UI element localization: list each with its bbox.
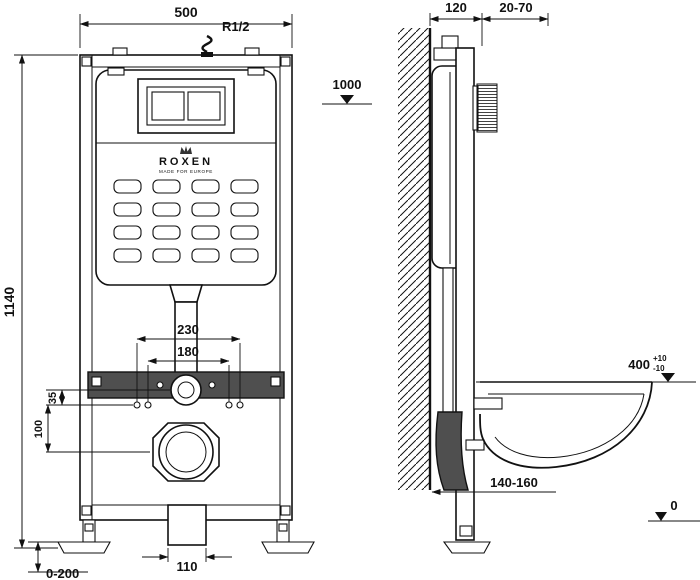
level-marker-icon xyxy=(655,512,667,521)
brand-name: ROXEN xyxy=(159,156,213,168)
level-1000-label: 1000 xyxy=(333,77,362,92)
drain-pipe-inner xyxy=(165,431,207,473)
dim-230-label: 230 xyxy=(177,322,199,337)
toilet-bowl xyxy=(476,381,696,469)
vent-slot xyxy=(152,179,181,194)
floor-level: 0 xyxy=(648,498,700,522)
wall-finish-block xyxy=(476,83,498,133)
frame-base xyxy=(57,504,315,554)
dim-100-label: 100 xyxy=(33,420,45,438)
dim-height-label: 1140 xyxy=(1,287,17,318)
bowl-height-tol-minus: -10 xyxy=(653,364,665,373)
wall-range-label: 20-70 xyxy=(499,0,532,15)
drain-bend xyxy=(435,267,503,491)
wall-hatch xyxy=(398,28,430,490)
cistern: ROXEN MADE FOR EUROPE xyxy=(95,67,277,286)
vent-slot xyxy=(113,248,142,263)
top-fixing-tab xyxy=(112,47,128,56)
dim-height: 1140 xyxy=(1,54,78,549)
level-marker-icon xyxy=(661,373,675,382)
dim-depth-label: 120 xyxy=(445,0,467,15)
left-foot xyxy=(57,541,111,554)
down-pipe xyxy=(442,267,454,419)
dim-wall-range: 20-70 xyxy=(481,0,549,23)
dim-foot-range: 0-200 xyxy=(28,541,88,580)
vent-slot xyxy=(191,248,220,263)
floor-zero-label: 0 xyxy=(670,498,677,513)
dim-drain-height: 140-160 xyxy=(431,475,556,496)
foot-range-label: 0-200 xyxy=(46,566,79,580)
dim-width: 500 xyxy=(79,4,293,48)
water-inlet: R1/2 xyxy=(201,19,249,57)
bowl-height-label: 400 xyxy=(628,357,650,372)
drain-elbow xyxy=(435,411,469,491)
bowl-height-tol-plus: +10 xyxy=(653,354,667,363)
dim-depth: 120 xyxy=(429,0,549,46)
dim-180-label: 180 xyxy=(177,344,199,359)
vent-slot xyxy=(113,202,142,217)
dim-180: 180 xyxy=(147,344,230,402)
dim-110: 110 xyxy=(142,548,232,574)
flush-button-large xyxy=(151,91,185,121)
pipe-fitting xyxy=(170,374,202,406)
inlet-valve xyxy=(433,47,459,61)
wall-section xyxy=(398,28,432,490)
inlet-thread-label: R1/2 xyxy=(222,19,249,34)
front-view: R1/2 ROXEN MADE FOR EUROPE xyxy=(1,4,372,580)
vent-slot xyxy=(191,202,220,217)
vent-slot xyxy=(113,179,142,194)
dim-35: 35 xyxy=(46,389,170,406)
vent-slot xyxy=(230,248,259,263)
inlet-hose-icon xyxy=(201,34,213,54)
foot-adjuster xyxy=(459,525,473,537)
fixing-hole xyxy=(133,401,141,409)
fixing-hole xyxy=(236,401,244,409)
drain-housing xyxy=(152,422,220,482)
drain-height-label: 140-160 xyxy=(490,475,538,490)
vent-slot xyxy=(152,202,181,217)
level-marker-icon xyxy=(340,95,354,104)
dim-230: 230 xyxy=(136,322,241,402)
drain-connector xyxy=(465,439,485,451)
drain-pipe-outer xyxy=(158,424,214,480)
crown-icon xyxy=(180,146,192,154)
bowl-inner-curve xyxy=(494,393,645,459)
flush-button-small xyxy=(187,91,221,121)
finished-wall-layer xyxy=(472,83,498,133)
level-1000: 1000 xyxy=(322,77,372,105)
vent-slot xyxy=(152,225,181,240)
dim-100: 100 xyxy=(33,404,150,453)
dim-bowl-height: 400 +10 -10 xyxy=(628,354,675,382)
inlet-fitting xyxy=(201,52,213,57)
side-foot xyxy=(442,541,491,554)
bowl-outer-curve xyxy=(479,381,653,469)
cistern-vent-slots xyxy=(113,179,259,263)
fixing-hole xyxy=(225,401,233,409)
dim-width-label: 500 xyxy=(174,4,198,20)
frame-bolt xyxy=(81,56,92,67)
mounting-rail xyxy=(87,371,285,409)
right-foot xyxy=(261,541,315,554)
frame-bolt xyxy=(280,505,291,516)
frame-bolt xyxy=(280,56,291,67)
vent-slot xyxy=(113,225,142,240)
vent-slot xyxy=(230,179,259,194)
vent-slot xyxy=(191,179,220,194)
side-view: 120 20-70 400 +10 -10 140-160 0 xyxy=(398,0,700,554)
flush-connector xyxy=(473,397,503,410)
dim-35-label: 35 xyxy=(47,392,59,404)
vent-slot xyxy=(230,225,259,240)
vent-slot xyxy=(152,248,181,263)
dim-110-label: 110 xyxy=(177,559,198,574)
vent-slot xyxy=(230,202,259,217)
flush-plate-frame xyxy=(137,78,235,134)
drain-duct xyxy=(167,504,207,546)
fixing-hole xyxy=(144,401,152,409)
frame-bolt xyxy=(81,505,92,516)
drain-outlet xyxy=(152,422,220,482)
vent-slot xyxy=(191,225,220,240)
top-fixing-tab xyxy=(244,47,260,56)
brand-tagline: MADE FOR EUROPE xyxy=(159,169,213,174)
